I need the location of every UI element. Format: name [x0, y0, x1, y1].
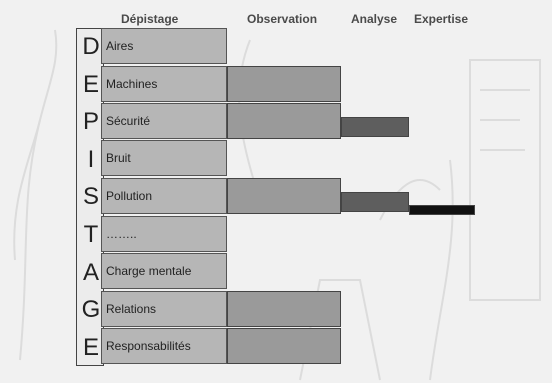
row-label-bruit: Bruit: [101, 140, 227, 176]
header-expertise: Expertise: [414, 12, 469, 26]
header-analyse: Analyse: [351, 12, 398, 26]
header-depistage: Dépistage: [121, 12, 179, 26]
vertical-letter: I: [87, 146, 95, 173]
vertical-letter: T: [83, 221, 99, 248]
row-label-securite: Sécurité: [101, 103, 227, 139]
bar-observation: [227, 291, 341, 327]
bar-observation: [227, 178, 341, 214]
vertical-letter: G: [81, 296, 101, 323]
bar-expertise: [409, 205, 475, 215]
vertical-letter: D: [82, 33, 100, 60]
vertical-letter: E: [82, 71, 99, 98]
header-observation: Observation: [247, 12, 318, 26]
vertical-letter: E: [82, 334, 99, 361]
row-label-relations: Relations: [101, 291, 227, 327]
vertical-word-column: D E P I S T A G E: [76, 28, 104, 366]
row-label-charge-mentale: Charge mentale: [101, 253, 227, 289]
vertical-letter: P: [82, 108, 99, 135]
row-label-aires: Aires: [101, 28, 227, 64]
bar-analyse: [341, 117, 409, 137]
vertical-letter: S: [82, 183, 99, 210]
row-label-responsabilites: Responsabilités: [101, 328, 227, 364]
bar-observation: [227, 66, 341, 102]
bar-analyse: [341, 192, 409, 212]
bar-observation: [227, 328, 341, 364]
bar-observation: [227, 103, 341, 139]
row-label-etc: ……..: [101, 216, 227, 252]
row-label-pollution: Pollution: [101, 178, 227, 214]
vertical-letter: A: [82, 259, 99, 286]
row-label-machines: Machines: [101, 66, 227, 102]
